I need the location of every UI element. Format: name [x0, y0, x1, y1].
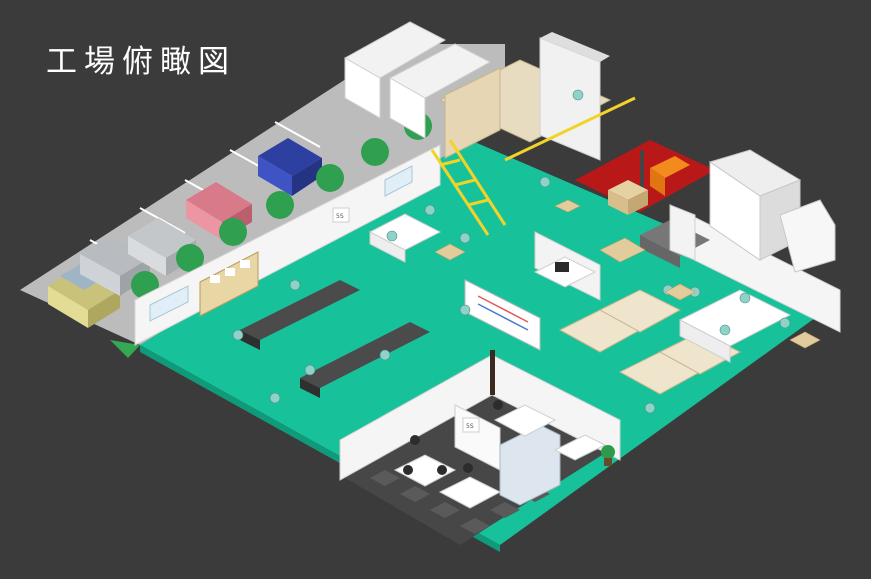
- five-s-sign-1: 5S: [332, 207, 350, 223]
- inner-wall-warehouse: [669, 204, 696, 261]
- office-desks: [393, 404, 607, 509]
- truck-right: [708, 149, 836, 273]
- pallet-boxes: [608, 180, 648, 215]
- office-door: [490, 350, 495, 395]
- forklift: [640, 150, 690, 196]
- five-s-label: 5S: [466, 423, 474, 430]
- truck-top: [343, 21, 492, 139]
- pc-desk: [533, 256, 597, 288]
- mezzanine: [438, 32, 612, 161]
- conveyor-line-1: [240, 280, 360, 350]
- parking-grass-strip: [110, 340, 140, 358]
- cardboard-boxes: [434, 199, 821, 349]
- page-title: 工場俯瞰図: [46, 44, 236, 80]
- office-plant: [601, 445, 615, 466]
- conveyor-line-2: [300, 322, 430, 398]
- trees: [131, 112, 432, 299]
- assembly-table: [368, 213, 442, 263]
- notice-board: [199, 251, 259, 317]
- workers: [232, 89, 791, 414]
- five-s-label: 5S: [336, 213, 344, 220]
- packing-table: [678, 289, 792, 363]
- wall-windows: [149, 165, 413, 322]
- five-s-sign-2: 5S: [462, 417, 480, 433]
- whiteboard-center: [464, 279, 541, 351]
- car-blue: [258, 138, 322, 196]
- office-workers: [403, 400, 503, 475]
- yellow-stairs: [430, 96, 636, 236]
